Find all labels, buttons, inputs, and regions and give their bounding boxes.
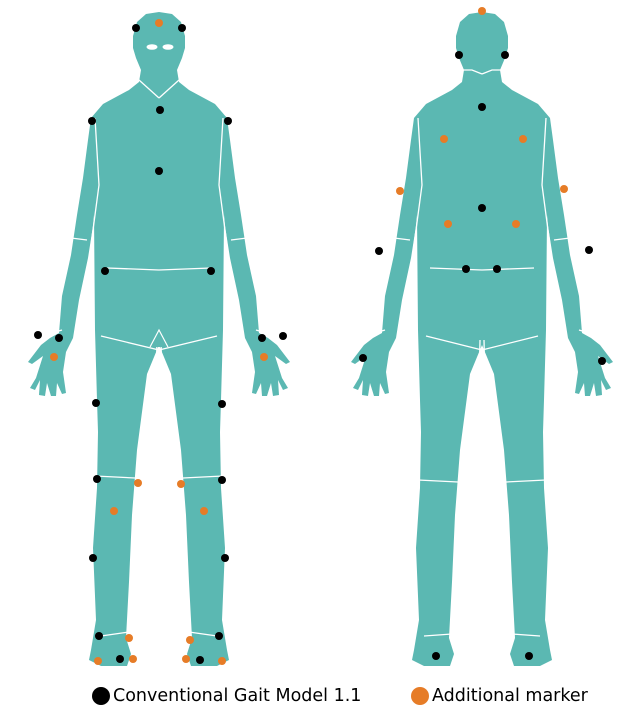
cgm-marker: [89, 554, 97, 562]
cgm-marker: [432, 652, 440, 660]
cgm-marker: [156, 106, 164, 114]
cgm-marker: [132, 24, 140, 32]
legend-label-additional: Additional marker: [432, 686, 588, 706]
additional-marker: [125, 634, 133, 642]
front-seam: [161, 340, 167, 610]
cgm-marker: [221, 554, 229, 562]
cgm-marker: [55, 334, 63, 342]
additional-marker: [182, 655, 190, 663]
additional-marker: [200, 507, 208, 515]
body-diagram: [0, 0, 622, 680]
additional-marker: [444, 220, 452, 228]
cgm-marker: [462, 265, 470, 273]
cgm-marker: [258, 334, 266, 342]
cgm-marker: [88, 117, 96, 125]
additional-marker: [155, 19, 163, 27]
cgm-marker: [359, 354, 367, 362]
additional-marker: [129, 655, 137, 663]
cgm-marker: [455, 51, 463, 59]
additional-marker: [186, 636, 194, 644]
legend-label-cgm: Conventional Gait Model 1.1: [113, 686, 361, 706]
additional-marker: [218, 657, 226, 665]
right-eye: [163, 44, 174, 50]
back-seam: [484, 340, 490, 610]
cgm-marker: [525, 652, 533, 660]
cgm-marker: [501, 51, 509, 59]
cgm-marker-swatch: [92, 687, 110, 705]
cgm-marker: [279, 332, 287, 340]
cgm-marker: [207, 267, 215, 275]
cgm-marker: [598, 357, 606, 365]
additional-marker: [478, 7, 486, 15]
cgm-marker: [493, 265, 501, 273]
cgm-marker: [218, 400, 226, 408]
cgm-marker: [375, 247, 383, 255]
cgm-marker: [196, 656, 204, 664]
cgm-marker: [178, 24, 186, 32]
additional-marker: [134, 479, 142, 487]
cgm-marker: [215, 632, 223, 640]
legend-item-cgm: Conventional Gait Model 1.1: [92, 686, 361, 706]
back-seam: [474, 340, 480, 610]
additional-marker-swatch: [411, 687, 429, 705]
additional-marker: [396, 187, 404, 195]
cgm-marker: [101, 267, 109, 275]
legend: Conventional Gait Model 1.1 Additional m…: [0, 686, 622, 720]
additional-marker: [519, 135, 527, 143]
cgm-marker: [93, 475, 101, 483]
additional-marker: [94, 657, 102, 665]
additional-marker: [177, 480, 185, 488]
cgm-marker: [478, 204, 486, 212]
additional-marker: [110, 507, 118, 515]
additional-marker: [260, 353, 268, 361]
legend-item-additional: Additional marker: [411, 686, 588, 706]
cgm-marker: [34, 331, 42, 339]
cgm-marker: [95, 632, 103, 640]
cgm-marker: [218, 476, 226, 484]
additional-marker: [50, 353, 58, 361]
cgm-marker: [155, 167, 163, 175]
cgm-marker: [585, 246, 593, 254]
cgm-marker: [224, 117, 232, 125]
cgm-marker: [116, 655, 124, 663]
additional-marker: [440, 135, 448, 143]
left-eye: [147, 44, 158, 50]
cgm-marker: [478, 103, 486, 111]
additional-marker: [512, 220, 520, 228]
front-seam: [151, 340, 157, 610]
additional-marker: [560, 185, 568, 193]
cgm-marker: [92, 399, 100, 407]
